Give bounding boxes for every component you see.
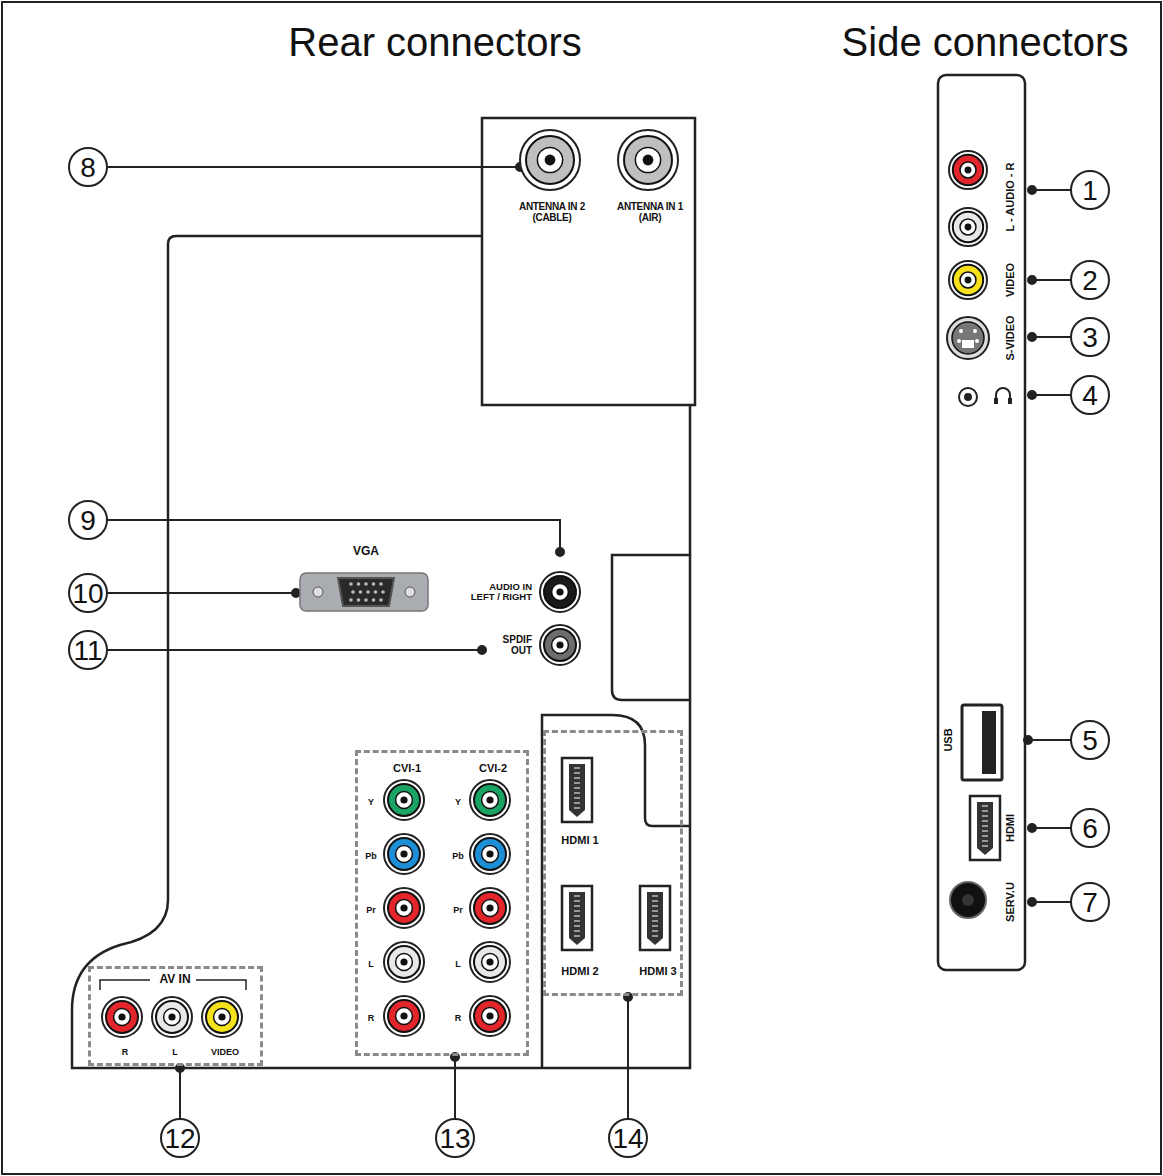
- connector-label: HDMI 1: [559, 834, 600, 846]
- connector-label: AV IN: [157, 973, 192, 986]
- callout-number: 6: [1082, 814, 1098, 845]
- connector-label: HDMI: [1004, 814, 1016, 842]
- connector-label: L - AUDIO - R: [1004, 162, 1016, 231]
- connector-label: Y: [453, 798, 463, 808]
- connector-label: Pb: [363, 852, 379, 862]
- section-heading: Side connectors: [842, 20, 1129, 64]
- connector-label: L: [453, 960, 463, 970]
- connector-label: SPDIF OUT: [494, 634, 532, 656]
- callout-number: 1: [1082, 176, 1098, 207]
- connector-label: HDMI 2: [559, 965, 600, 977]
- connector-label: Pr: [364, 906, 378, 916]
- connector-label: VGA: [353, 545, 379, 558]
- connector-label: CVI-2: [477, 762, 509, 774]
- connector-label: SERV.U: [1004, 882, 1016, 922]
- hdmi-group: HDMI 1 HDMI 2 HDMI 3: [543, 730, 683, 996]
- callout-number: 8: [80, 153, 96, 184]
- callout-number: 3: [1082, 323, 1098, 354]
- callout-number: 4: [1082, 381, 1098, 412]
- connector-label: L: [170, 1048, 180, 1058]
- connector-label: L: [366, 960, 376, 970]
- callout-number: 7: [1082, 888, 1098, 919]
- connector-label: VIDEO: [1004, 263, 1016, 297]
- callout-number: 14: [612, 1124, 643, 1155]
- connector-label: Pb: [450, 852, 466, 862]
- callout-number: 2: [1082, 266, 1098, 297]
- callout-number: 11: [73, 636, 102, 667]
- connector-label: VIDEO: [209, 1048, 241, 1058]
- connector-label: R: [453, 1014, 464, 1024]
- connector-label: S-VIDEO: [1004, 315, 1016, 360]
- av-in-group: AV IN R L VIDEO: [88, 966, 263, 1066]
- callout-number: 5: [1082, 726, 1098, 757]
- component-video-group: CVI-1 CVI-2Y PbPrL R Y PbPrL R: [355, 750, 529, 1056]
- callout-number: 10: [72, 579, 103, 610]
- connector-label: USB: [942, 728, 954, 751]
- section-heading: Rear connectors: [288, 20, 581, 64]
- callout-number: 9: [80, 506, 96, 537]
- callout-number: 13: [439, 1124, 470, 1155]
- connector-label: Pr: [451, 906, 465, 916]
- connector-label: Y: [366, 798, 376, 808]
- connector-label: AUDIO IN LEFT / RIGHT: [466, 582, 532, 603]
- connector-label: ANTENNA IN 2 (CABLE): [509, 201, 595, 223]
- connector-label: HDMI 3: [637, 965, 678, 977]
- connector-label: CVI-1: [391, 762, 423, 774]
- connector-label: R: [366, 1014, 377, 1024]
- connector-label: ANTENNA IN 1 (AIR): [607, 201, 693, 223]
- callout-number: 12: [164, 1124, 195, 1155]
- connector-label: R: [120, 1048, 131, 1058]
